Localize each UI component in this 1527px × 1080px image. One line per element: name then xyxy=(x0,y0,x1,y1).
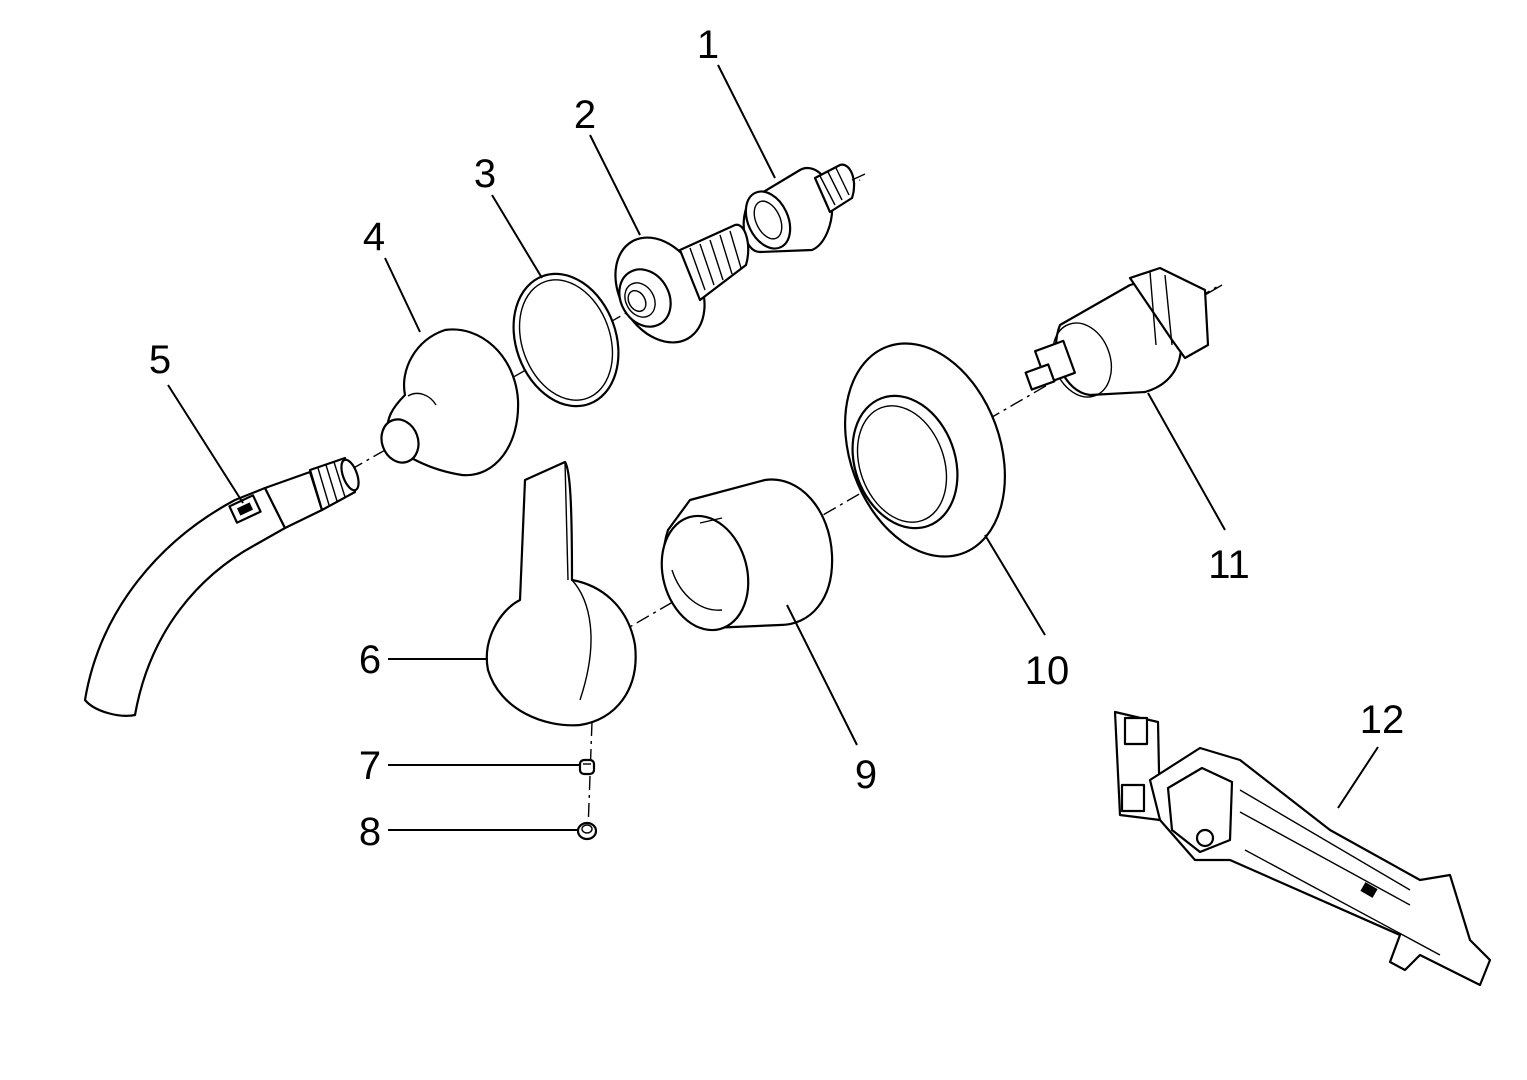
callout-8: 8 xyxy=(359,810,381,854)
part-3-o-ring xyxy=(512,272,620,408)
callout-3: 3 xyxy=(474,152,496,196)
part-5-spout xyxy=(83,456,360,717)
part-1-threaded-adapter xyxy=(742,163,866,254)
callout-11: 11 xyxy=(1208,543,1250,587)
part-2-wall-flange-connector xyxy=(614,223,750,344)
callout-4: 4 xyxy=(363,215,385,259)
callout-10: 10 xyxy=(1025,649,1070,693)
callout-7: 7 xyxy=(359,744,381,788)
part-7-grub-screw xyxy=(578,758,596,776)
callout-1: 1 xyxy=(697,23,719,67)
callout-9: 9 xyxy=(855,753,877,797)
callout-12: 12 xyxy=(1360,698,1405,742)
callout-numbers: 1 2 3 4 5 6 7 8 9 10 11 12 xyxy=(149,23,1404,854)
part-9-handle-sleeve xyxy=(660,478,834,632)
leader-lines xyxy=(167,64,1379,831)
part-11-cartridge xyxy=(1024,266,1223,398)
callout-6: 6 xyxy=(359,638,381,682)
callout-5: 5 xyxy=(149,338,171,382)
part-6-lever-handle xyxy=(485,460,637,727)
part-10-wall-rosette xyxy=(844,342,1006,558)
callout-2: 2 xyxy=(574,93,596,137)
part-4-spout-rosette xyxy=(380,328,520,477)
part-12-mounting-tool xyxy=(1113,710,1492,987)
part-8-cap xyxy=(576,821,598,841)
